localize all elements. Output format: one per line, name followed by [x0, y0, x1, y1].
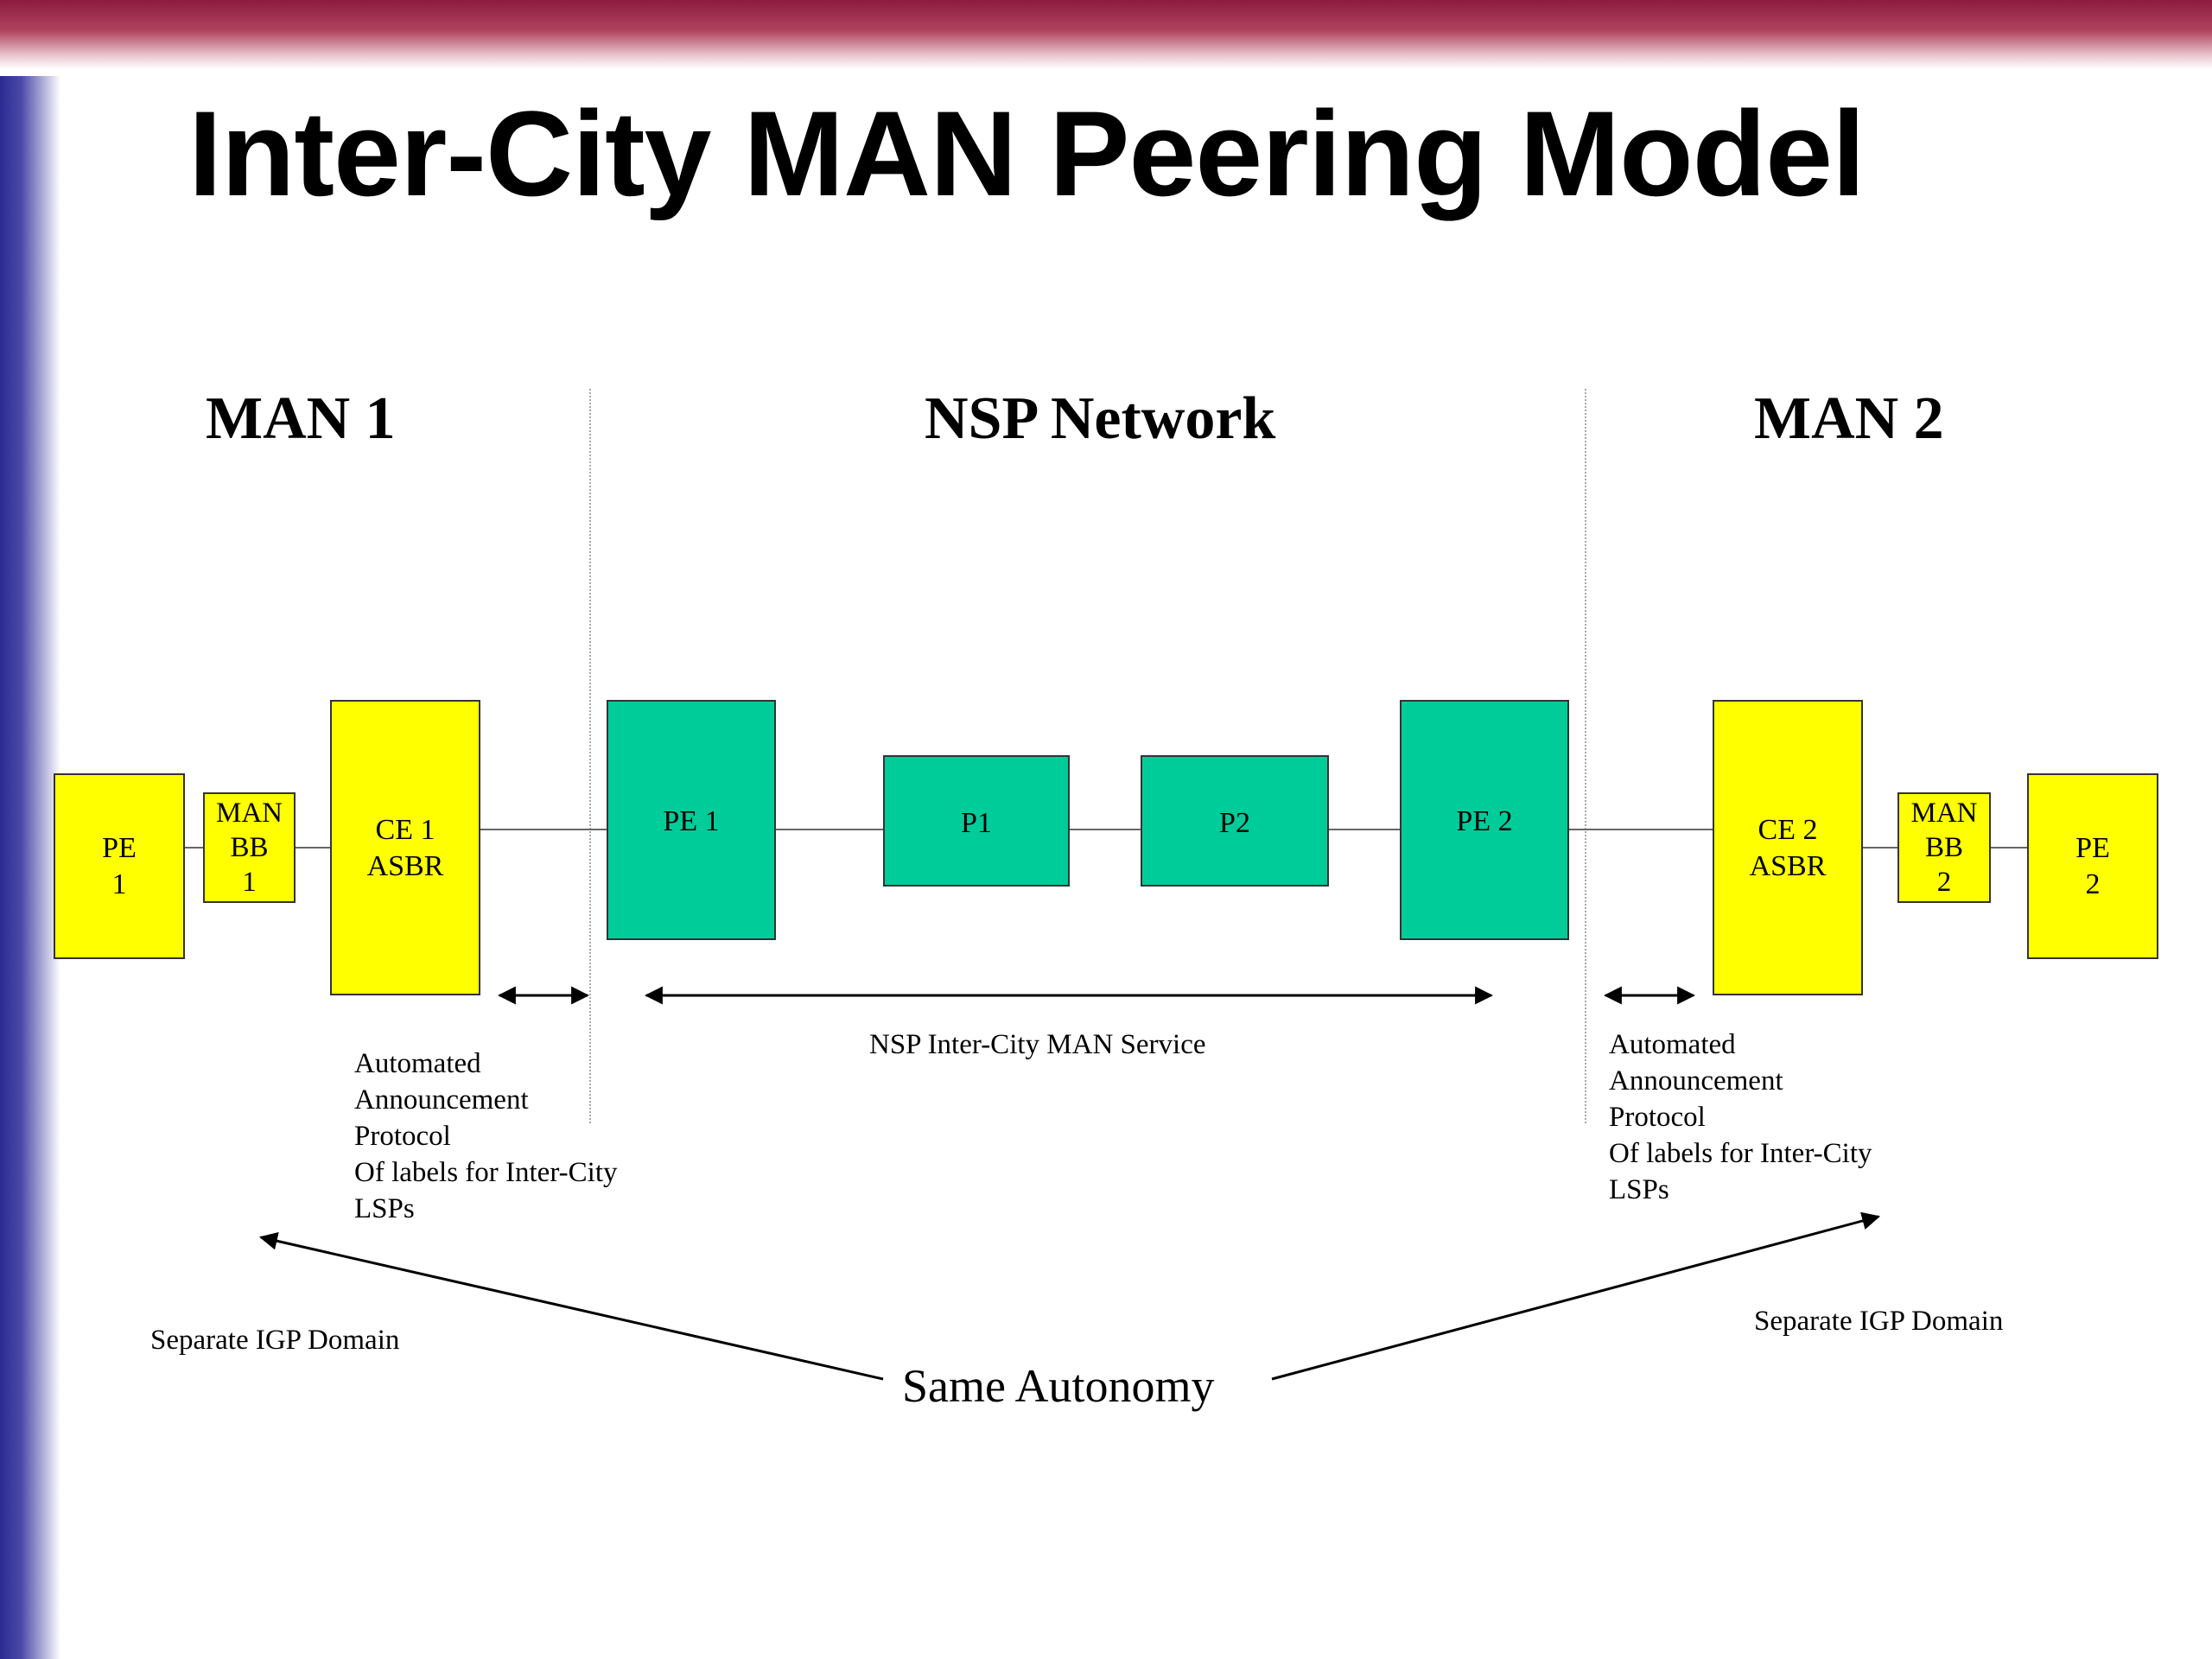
- left-protocol-line: Announcement: [354, 1084, 529, 1116]
- ce2-asbr-node[interactable]: CE 2 ASBR: [1713, 700, 1863, 995]
- right-protocol-line: Of labels for Inter-City: [1609, 1138, 1872, 1169]
- same-autonomy-left-arrow: [258, 1231, 884, 1381]
- nsp-pe1-node[interactable]: PE 1: [607, 700, 776, 940]
- nsp-pe1-label: PE 1: [663, 805, 720, 837]
- same-autonomy-right-arrow: [1271, 1211, 1881, 1381]
- man1-bb-node[interactable]: MAN BB 1: [203, 792, 296, 903]
- same-autonomy-label: Same Autonomy: [902, 1360, 1215, 1412]
- man2-bb-label: MAN BB 2: [1910, 798, 1978, 898]
- right-protocol-line: Protocol: [1609, 1102, 1706, 1133]
- right-protocol-line: LSPs: [1609, 1174, 1669, 1205]
- left-igp-label: Separate IGP Domain: [150, 1325, 400, 1356]
- section-heading-nsp: NSP Network: [925, 385, 1276, 452]
- link-ce1-nsp-pe1: [479, 829, 608, 830]
- link-bb2-pe2: [1989, 847, 2029, 849]
- left-protocol-line: Automated: [354, 1048, 481, 1079]
- ce2-asbr-label: CE 2 ASBR: [1749, 814, 1827, 882]
- man2-pe-label: PE 2: [2075, 831, 2110, 900]
- man2-bb-node[interactable]: MAN BB 2: [1897, 792, 1991, 903]
- man1-pe-node[interactable]: PE 1: [54, 773, 185, 959]
- nsp-pe2-label: PE 2: [1456, 805, 1513, 837]
- nsp-service-label: NSP Inter-City MAN Service: [869, 1029, 1206, 1060]
- left-protocol-line: Of labels for Inter-City: [354, 1157, 618, 1188]
- link-p1-p2: [1068, 829, 1142, 830]
- ce1-asbr-node[interactable]: CE 1 ASBR: [330, 700, 480, 995]
- top-accent-bar: [0, 0, 2212, 69]
- left-protocol-label: Automated Announcement Protocol Of label…: [354, 1046, 618, 1227]
- right-protocol-line: Automated: [1609, 1029, 1736, 1060]
- p2-label: P2: [1219, 807, 1250, 839]
- ce1-asbr-label: CE 1 ASBR: [366, 814, 444, 882]
- link-ce2-bb2: [1861, 847, 1899, 849]
- man1-pe-label: PE 1: [102, 831, 137, 900]
- domain-divider-right: [1585, 389, 1586, 1123]
- link-p2-nsp-pe2: [1327, 829, 1402, 830]
- link-bb1-ce1: [294, 847, 332, 849]
- p1-node[interactable]: P1: [883, 755, 1070, 887]
- right-igp-label: Separate IGP Domain: [1754, 1306, 2004, 1337]
- section-heading-man2: MAN 2: [1754, 385, 1944, 452]
- right-protocol-line: Announcement: [1609, 1065, 1783, 1096]
- p1-label: P1: [961, 807, 992, 839]
- left-accent-bar: [0, 76, 60, 1659]
- p2-node[interactable]: P2: [1141, 755, 1329, 887]
- domain-divider-left: [589, 389, 591, 1123]
- nsp-pe2-node[interactable]: PE 2: [1400, 700, 1569, 940]
- slide-title: Inter-City MAN Peering Model: [188, 86, 1866, 221]
- man1-bb-label: MAN BB 1: [215, 798, 283, 898]
- section-heading-man1: MAN 1: [206, 385, 396, 452]
- right-protocol-label: Automated Announcement Protocol Of label…: [1609, 1027, 1872, 1208]
- link-nsp-pe2-ce2: [1567, 829, 1714, 830]
- link-nsp-pe1-p1: [774, 829, 885, 830]
- left-protocol-line: LSPs: [354, 1193, 415, 1224]
- link-pe1-bb1: [183, 847, 206, 849]
- left-protocol-line: Protocol: [354, 1121, 451, 1152]
- man2-pe-node[interactable]: PE 2: [2027, 773, 2158, 959]
